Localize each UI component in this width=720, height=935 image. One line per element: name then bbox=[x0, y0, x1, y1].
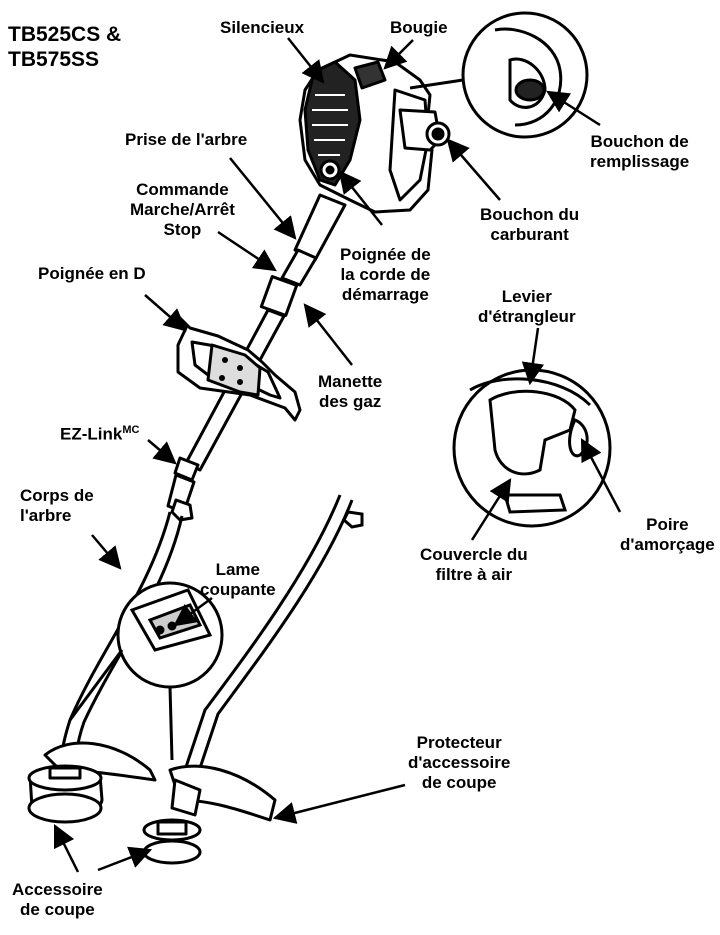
label-manette: Manette des gaz bbox=[318, 372, 383, 411]
label-bougie: Bougie bbox=[390, 18, 448, 37]
cutting-head-right bbox=[142, 764, 277, 865]
d-handle bbox=[176, 316, 302, 422]
label-couvercle: Couvercle du filtre à air bbox=[420, 545, 528, 584]
label-bouchon-carburant: Bouchon du carburant bbox=[480, 205, 580, 244]
label-bouchon-remplissage: Bouchon de remplissage bbox=[590, 132, 690, 171]
ez-link-coupler bbox=[166, 456, 200, 522]
model-title: TB525CS & TB575SS bbox=[8, 22, 121, 72]
label-poignee-corde: Poignée de la corde de démarrage bbox=[340, 245, 431, 304]
label-silencieux: Silencieux bbox=[220, 18, 305, 37]
label-protecteur: Protecteur d'accessoire de coupe bbox=[408, 733, 511, 792]
cutting-head-left bbox=[27, 741, 157, 824]
model-line-1: TB525CS & bbox=[8, 23, 122, 46]
engine-head bbox=[298, 53, 451, 214]
model-line-2: TB575SS bbox=[8, 48, 100, 71]
label-corps: Corps de l'arbre bbox=[20, 486, 94, 525]
label-prise-arbre: Prise de l'arbre bbox=[125, 130, 248, 149]
right-shaft-coupler bbox=[342, 510, 364, 529]
label-commande: Commande Marche/Arrêt Stop bbox=[130, 180, 235, 239]
label-poire: Poire d'amorçage bbox=[620, 515, 715, 554]
label-levier: Levier d'étrangleur bbox=[478, 287, 576, 326]
label-accessoire: Accessoire de coupe bbox=[12, 880, 103, 919]
label-poignee-d: Poignée en D bbox=[38, 264, 146, 283]
straight-shaft-right bbox=[183, 494, 354, 775]
leader-lines bbox=[53, 37, 622, 873]
engine-fins bbox=[312, 94, 348, 156]
label-lame: Lame coupante bbox=[200, 560, 276, 599]
label-ez-link: EZ-LinkMC bbox=[60, 424, 140, 444]
